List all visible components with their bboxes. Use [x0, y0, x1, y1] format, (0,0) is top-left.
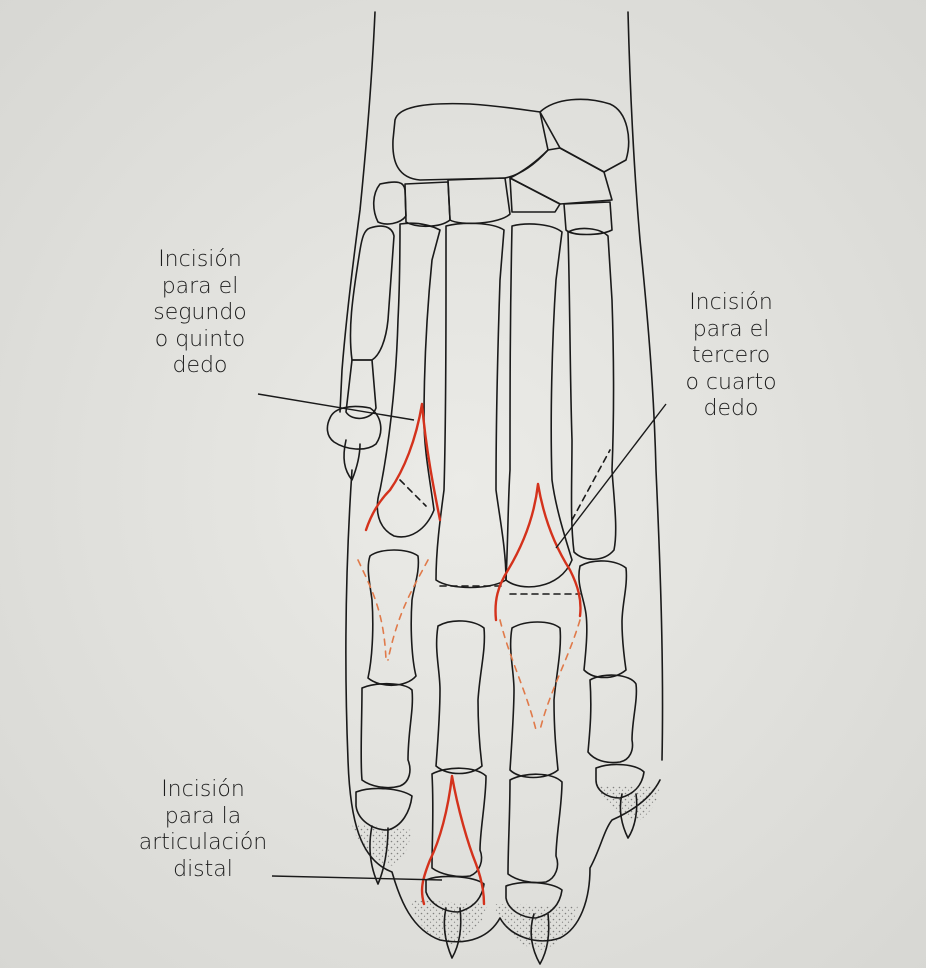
- label-line: o quinto: [134, 327, 266, 354]
- label-line: Incisión: [134, 247, 266, 274]
- label-line: Incisión: [664, 290, 798, 317]
- label-line: articulación: [128, 830, 278, 857]
- label-line: tercero: [664, 343, 798, 370]
- label-third-fourth-digit: Incisión para el tercero o cuarto dedo: [664, 290, 798, 423]
- label-line: dedo: [134, 353, 266, 380]
- label-line: para el: [664, 317, 798, 344]
- label-line: Incisión: [128, 777, 278, 804]
- label-distal-joint: Incisión para la articulación distal: [128, 777, 278, 883]
- label-line: segundo: [134, 300, 266, 327]
- label-line: dedo: [664, 396, 798, 423]
- label-line: distal: [128, 857, 278, 884]
- label-line: para la: [128, 804, 278, 831]
- label-line: para el: [134, 274, 266, 301]
- label-second-fifth-digit: Incisión para el segundo o quinto dedo: [134, 247, 266, 380]
- label-line: o cuarto: [664, 370, 798, 397]
